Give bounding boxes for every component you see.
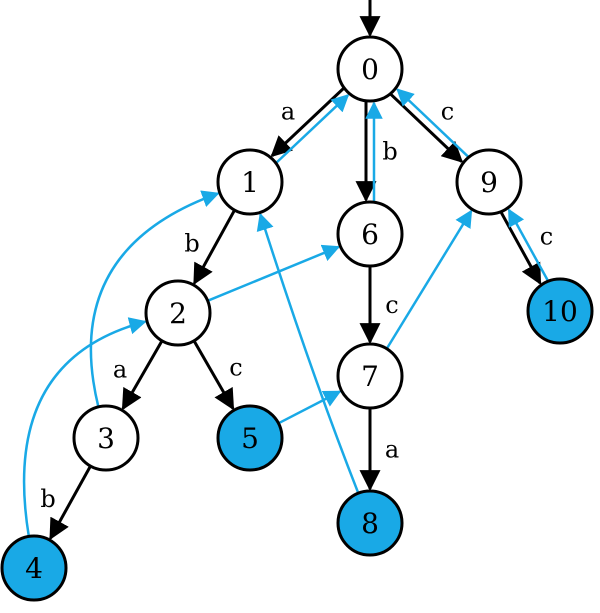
state-label: 8: [361, 507, 379, 540]
edge-label-3-4: b: [40, 485, 55, 513]
state-circle: [216, 148, 284, 216]
state-label: 4: [25, 552, 43, 585]
state-circle: [72, 404, 140, 472]
tree-edge-2-3: [121, 339, 164, 411]
suffix-link-3-1: [89, 190, 220, 408]
state-node-3: 3: [72, 404, 140, 472]
suffix-link-4-2: [22, 317, 147, 537]
state-label: 2: [169, 297, 187, 330]
state-label: 0: [361, 53, 379, 86]
state-label: 3: [97, 422, 115, 455]
suffix-link-5-7: [277, 390, 342, 425]
state-node-10: 10: [526, 277, 594, 345]
state-node-7: 7: [336, 342, 404, 410]
tree-edges: a b c b a c b c a c: [40, 0, 553, 541]
state-circle: [455, 148, 523, 216]
state-node-4: 4: [0, 534, 68, 602]
edge-label-6-7: c: [385, 291, 398, 319]
suffix-links: [22, 88, 550, 537]
tree-edge-3-4: [49, 465, 92, 541]
state-circle: [144, 279, 212, 347]
edge-label-7-8: a: [385, 436, 399, 464]
state-node-6: 6: [336, 200, 404, 268]
nodes: 0 1 2 3 4 5 6 7 8 9 10: [0, 35, 594, 602]
state-node-2: 2: [144, 279, 212, 347]
state-label: 6: [361, 218, 379, 251]
edge-label-0-1: a: [281, 98, 295, 126]
suffix-link-1-0: [275, 94, 350, 164]
state-node-1: 1: [216, 148, 284, 216]
suffix-link-2-6: [207, 244, 341, 302]
suffix-link-7-9: [385, 209, 473, 350]
state-label: 7: [361, 360, 379, 393]
edge-label-2-3: a: [113, 356, 127, 384]
state-circle: [336, 200, 404, 268]
state-node-8: 8: [336, 489, 404, 557]
state-node-5: 5: [216, 404, 284, 472]
edge-label-0-6: b: [382, 138, 397, 166]
accepting-state-circle: [526, 277, 594, 345]
state-label: 9: [480, 166, 498, 199]
edge-label-9-10: c: [540, 223, 553, 251]
accepting-state-circle: [216, 404, 284, 472]
edge-label-0-9: c: [441, 98, 454, 126]
state-circle: [336, 342, 404, 410]
state-label: 1: [241, 166, 259, 199]
tree-edge-2-5: [192, 339, 235, 411]
state-node-0: 0: [336, 35, 404, 103]
accepting-state-circle: [336, 489, 404, 557]
accepting-state-circle: [0, 534, 68, 602]
tree-edge-1-2: [193, 209, 236, 286]
state-circle: [336, 35, 404, 103]
suffix-link-8-1: [256, 212, 360, 494]
state-node-9: 9: [455, 148, 523, 216]
edge-label-1-2: b: [184, 230, 199, 258]
edge-label-2-5: c: [229, 354, 242, 382]
suffix-link-10-9: [507, 208, 550, 282]
tree-edge-9-10: [499, 211, 542, 285]
state-label: 10: [542, 295, 578, 328]
suffix-link-9-0: [396, 88, 470, 158]
state-label: 5: [241, 422, 259, 455]
